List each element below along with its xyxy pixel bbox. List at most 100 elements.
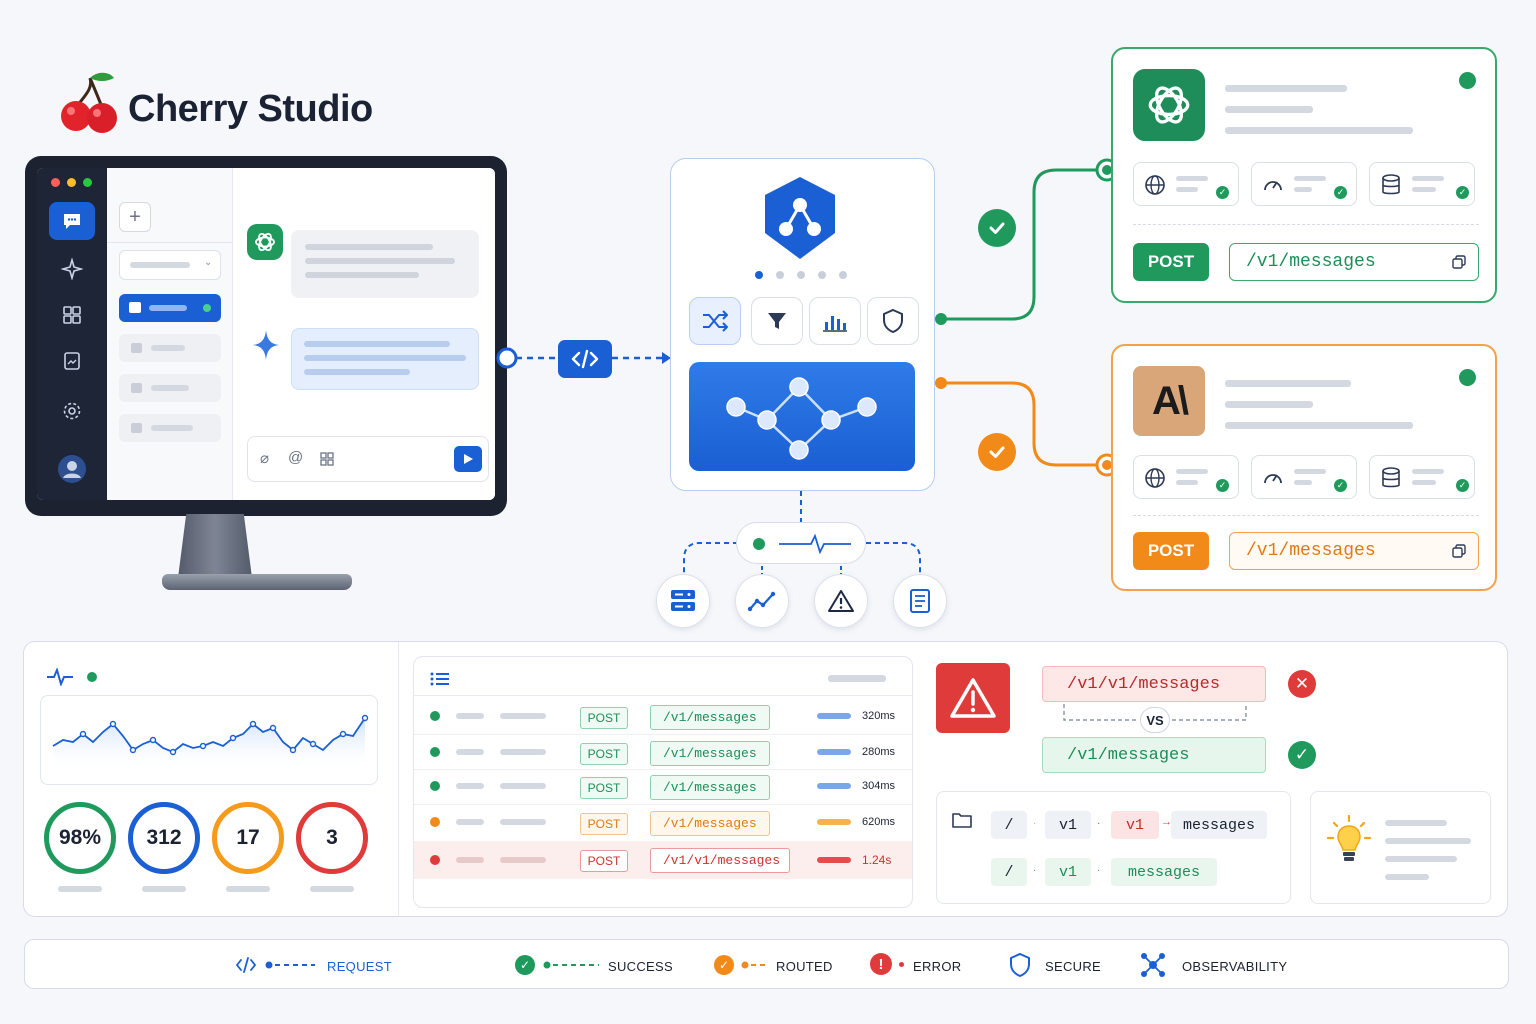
page-dot[interactable]	[797, 271, 805, 279]
topic-item-active[interactable]	[119, 294, 221, 322]
mention-icon[interactable]: @	[288, 449, 304, 466]
chat-input[interactable]: ⌀ @	[247, 436, 489, 482]
openai-logo	[1133, 69, 1205, 141]
page-dot[interactable]	[776, 271, 784, 279]
endpoint-path: /v1/messages	[1246, 252, 1376, 272]
log-row[interactable]: POST /v1/messages 304ms	[414, 769, 912, 803]
sparkle-icon	[61, 258, 83, 280]
document-icon	[64, 352, 80, 370]
page-dot[interactable]	[818, 271, 826, 279]
logs-button[interactable]	[893, 574, 947, 628]
latency-stat: ✓	[1251, 162, 1357, 206]
monitor-stand	[177, 514, 253, 584]
sidebar-item-settings[interactable]	[49, 392, 95, 430]
latency-stat: ✓	[1251, 455, 1357, 499]
filter-tool-button[interactable]	[751, 297, 803, 345]
page-dot[interactable]	[839, 271, 847, 279]
app-sidebar	[37, 168, 107, 500]
segment: v1	[1045, 811, 1091, 839]
routed-line-sample	[741, 961, 769, 969]
log-row-error[interactable]: POST /v1/v1/messages 1.24s	[414, 841, 912, 879]
chat-panel: ⌀ @	[233, 168, 495, 500]
sidebar-item-chat[interactable]	[49, 202, 95, 240]
list-icon	[430, 672, 449, 686]
window-maximize-icon[interactable]	[83, 178, 92, 187]
anthropic-endpoint-field[interactable]: /v1/messages	[1229, 532, 1479, 570]
status-dot	[430, 855, 440, 865]
globe-icon	[1145, 175, 1165, 195]
sidebar-item-apps[interactable]	[49, 296, 95, 334]
legend-routed: ROUTED	[776, 959, 833, 974]
api-gateway-card	[670, 158, 935, 491]
gemini-avatar-icon	[253, 330, 279, 360]
tip-card	[1310, 791, 1491, 904]
metrics-trend-button[interactable]	[735, 574, 789, 628]
latency-value: 320ms	[862, 710, 896, 722]
window-minimize-icon[interactable]	[67, 178, 76, 187]
wrong-path: /v1/v1/messages	[1042, 666, 1266, 702]
path-badge: /v1/messages	[650, 775, 770, 800]
status-dot	[430, 747, 440, 757]
send-icon	[464, 454, 473, 464]
window-close-icon[interactable]	[51, 178, 60, 187]
desktop-monitor: + ⌄	[25, 156, 507, 516]
check-icon: ✓	[1456, 186, 1469, 199]
log-row[interactable]: POST /v1/messages 280ms	[414, 735, 912, 769]
server-monitor-button[interactable]	[656, 574, 710, 628]
method-badge: POST	[580, 777, 628, 799]
anthropic-method-button[interactable]: POST	[1133, 532, 1209, 570]
topic-item[interactable]	[119, 334, 221, 362]
status-dot	[753, 538, 765, 550]
speedometer-icon	[1264, 474, 1282, 484]
apps-icon[interactable]	[320, 452, 334, 466]
routed-check-icon	[978, 433, 1016, 471]
code-icon	[235, 957, 257, 973]
observability-dashboard: 98% 312 17 3 POST /v1/messages 320ms POS…	[23, 641, 1508, 917]
topic-item[interactable]	[119, 414, 221, 442]
segment: messages	[1171, 811, 1267, 839]
page-dot-active[interactable]	[755, 271, 763, 279]
sidebar-item-files[interactable]	[49, 342, 95, 380]
attachment-icon[interactable]: ⌀	[260, 450, 270, 467]
duplicate-segment: v1	[1111, 811, 1159, 839]
path-badge: /v1/messages	[650, 741, 770, 766]
request-count-ring: 312	[128, 802, 200, 874]
heartbeat-icon	[779, 533, 851, 555]
online-status-dot	[1459, 369, 1476, 386]
legend-bar: REQUEST ✓ SUCCESS ✓ ROUTED ! ERROR SECUR…	[24, 939, 1509, 989]
user-avatar[interactable]	[49, 450, 95, 488]
user-icon	[58, 455, 86, 483]
comparison-bracket	[1063, 704, 1247, 721]
openai-method-button[interactable]: POST	[1133, 243, 1209, 281]
copy-icon[interactable]	[1452, 255, 1466, 269]
sidebar-item-assistants[interactable]	[49, 250, 95, 288]
request-line-sample	[265, 961, 315, 969]
model-select[interactable]: ⌄	[119, 250, 221, 280]
server-icon	[671, 590, 695, 611]
metric-value: 17	[236, 826, 260, 849]
latency-value: 1.24s	[862, 853, 892, 867]
speedometer-icon	[1264, 181, 1282, 191]
topic-item[interactable]	[119, 374, 221, 402]
storage-stat: ✓	[1369, 162, 1475, 206]
path-badge: /v1/v1/messages	[650, 848, 790, 873]
grid-icon	[63, 306, 81, 324]
topic-list: + ⌄	[107, 168, 233, 500]
security-tool-button[interactable]	[867, 297, 919, 345]
route-tool-button[interactable]	[689, 297, 741, 345]
success-line-sample	[543, 961, 599, 969]
openai-endpoint-field[interactable]: /v1/messages	[1229, 243, 1479, 281]
copy-icon[interactable]	[1452, 544, 1466, 558]
cherry-logo-icon	[61, 72, 117, 133]
send-button[interactable]	[454, 446, 482, 472]
path-badge: /v1/messages	[650, 811, 770, 836]
new-topic-button[interactable]: +	[119, 202, 151, 232]
trend-line-icon	[748, 591, 776, 612]
analytics-tool-button[interactable]	[809, 297, 861, 345]
error-x-icon: ✕	[1288, 670, 1316, 698]
alerts-button[interactable]	[814, 574, 868, 628]
storage-stat: ✓	[1369, 455, 1475, 499]
routed-count-ring: 17	[212, 802, 284, 874]
log-row[interactable]: POST /v1/messages 320ms	[414, 699, 912, 733]
log-row[interactable]: POST /v1/messages 620ms	[414, 805, 912, 839]
